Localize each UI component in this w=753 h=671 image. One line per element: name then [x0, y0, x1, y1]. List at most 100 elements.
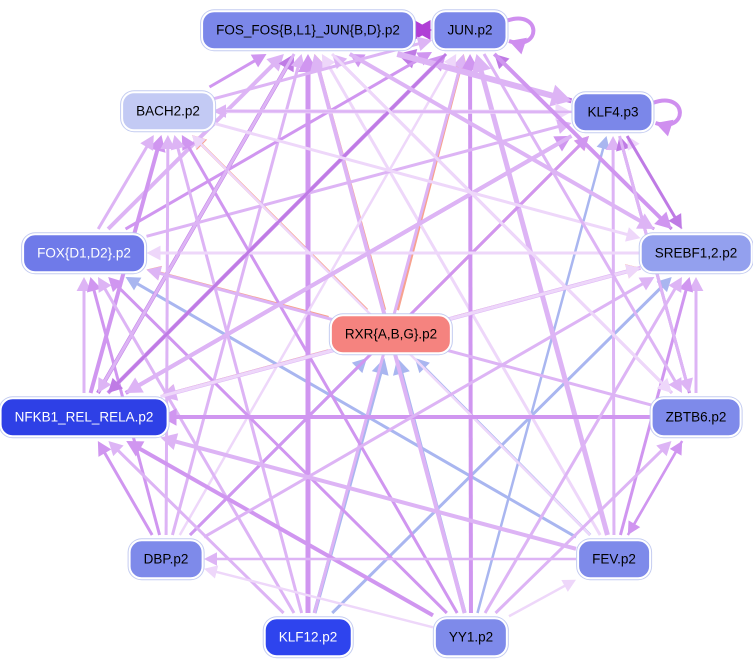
- arrowhead-icon: [678, 377, 693, 393]
- edge-line: [625, 135, 678, 221]
- edge-bach2-srebf: [212, 121, 641, 242]
- edge-bach2-jun: [212, 36, 432, 101]
- node-bach2[interactable]: BACH2.p2: [121, 91, 215, 131]
- arrowhead-icon: [204, 552, 217, 566]
- edge-fev-fos: [321, 54, 602, 536]
- edge-line: [223, 109, 572, 114]
- edge-zbtb6-srebf: [688, 277, 704, 393]
- edge-dbp-fos: [170, 54, 306, 536]
- arrowhead-icon: [654, 211, 672, 229]
- edge-dbp-bach2: [160, 135, 176, 536]
- arrowhead-icon: [181, 135, 196, 151]
- arrowhead-icon: [412, 20, 431, 40]
- edge-zbtb6-fev: [627, 440, 684, 535]
- arrowhead-icon: [86, 277, 102, 293]
- node-klf4[interactable]: KLF4.p3: [572, 92, 654, 132]
- node-label: FEV.p2: [592, 551, 636, 567]
- arrowhead-icon: [108, 441, 124, 457]
- edge-line: [208, 58, 258, 89]
- edge-fev-fox: [125, 277, 577, 539]
- node-jun[interactable]: JUN.p2: [432, 10, 508, 50]
- node-fev[interactable]: FEV.p2: [577, 539, 651, 579]
- edge-line: [611, 147, 616, 536]
- node-label: JUN.p2: [447, 22, 493, 38]
- edge-line: [102, 449, 154, 536]
- node-label: DBP.p2: [143, 551, 189, 567]
- edge-fos-klf4: [396, 51, 572, 107]
- arrowhead-icon: [452, 54, 468, 70]
- edge-fox-klf4: [146, 119, 572, 238]
- arrowhead-icon: [146, 245, 161, 261]
- edge-line: [124, 56, 424, 231]
- arrowhead-icon: [605, 136, 621, 151]
- node-label: KLF4.p3: [587, 104, 639, 120]
- edge-fos-srebf: [348, 52, 655, 229]
- arrowhead-icon: [97, 377, 112, 393]
- edge-line: [146, 124, 562, 238]
- edge-klf12-nfkb1: [108, 441, 285, 615]
- edge-klf12-bach2: [170, 135, 304, 614]
- arrowhead-icon: [266, 54, 284, 72]
- edge-yy1-bach2: [181, 135, 459, 614]
- edge-fev-dbp: [204, 552, 576, 566]
- node-klf12[interactable]: KLF12.p2: [263, 617, 353, 657]
- arrowhead-icon: [625, 227, 641, 242]
- edge-line: [115, 447, 285, 615]
- arrowhead-icon: [170, 135, 186, 151]
- node-srebf[interactable]: SREBF1,2.p2: [639, 233, 753, 273]
- edge-line: [135, 134, 573, 389]
- edge-line: [134, 281, 577, 539]
- edge-line: [213, 570, 434, 629]
- edge-yy1-dbp: [204, 565, 434, 629]
- arrowhead-icon: [97, 441, 112, 457]
- edge-jun-zbtb6: [482, 53, 682, 393]
- edge-fev-nfkb1: [160, 433, 577, 551]
- node-nfkb1[interactable]: NFKB1_REL_RELA.p2: [0, 397, 169, 437]
- arrowhead-icon: [668, 377, 682, 393]
- arrowhead-icon: [655, 119, 674, 137]
- edge-fos-jun: [412, 20, 432, 40]
- node-fox[interactable]: FOX{D1,D2}.p2: [22, 233, 146, 273]
- node-label: BACH2.p2: [136, 103, 200, 119]
- arrowhead-icon: [140, 135, 154, 151]
- edge-nfkb1-fox: [76, 277, 92, 393]
- arrowhead-icon: [556, 119, 572, 134]
- edge-yy1-jun: [461, 54, 479, 614]
- arrowhead-icon: [146, 266, 162, 281]
- node-rxr[interactable]: RXR{A,B,G}.p2: [329, 314, 453, 354]
- edge-line: [494, 447, 665, 615]
- edge-line: [482, 53, 678, 385]
- arrowhead-icon: [625, 264, 641, 279]
- node-label: ZBTB6.p2: [665, 409, 727, 425]
- edge-fos-zbtb6: [331, 52, 672, 393]
- edge-line: [136, 445, 434, 618]
- edge-klf4-nfkb1: [125, 134, 573, 393]
- edge-line: [508, 583, 568, 618]
- arrowhead-icon: [656, 441, 672, 457]
- arrowhead-icon: [98, 277, 112, 293]
- arrowhead-icon: [636, 213, 655, 229]
- edge-klf4-bach2: [213, 104, 572, 118]
- edge-line: [212, 121, 631, 237]
- node-label: SREBF1,2.p2: [654, 245, 738, 261]
- edge-line: [186, 143, 459, 614]
- edge-line: [326, 62, 602, 536]
- arrowhead-icon: [656, 377, 672, 393]
- node-dbp[interactable]: DBP.p2: [128, 539, 204, 579]
- arrowhead-icon: [549, 84, 572, 107]
- edge-line: [203, 281, 646, 539]
- edge-fos-nfkb1: [97, 53, 296, 393]
- edge-line: [114, 52, 448, 387]
- arrowhead-icon: [250, 54, 267, 68]
- edge-line: [172, 438, 577, 551]
- arrowhead-icon: [160, 433, 179, 451]
- self-loop-klf4: [651, 98, 682, 137]
- node-zbtb6[interactable]: ZBTB6.p2: [650, 397, 742, 437]
- node-yy1[interactable]: YY1.p2: [433, 617, 509, 657]
- edge-yy1-zbtb6: [494, 441, 672, 615]
- node-fos[interactable]: FOS_FOS{B,L1}_JUN{B,D}.p2: [201, 10, 415, 50]
- edge-yy1-nfkb1: [126, 441, 434, 618]
- edge-jun-nfkb1: [107, 52, 448, 393]
